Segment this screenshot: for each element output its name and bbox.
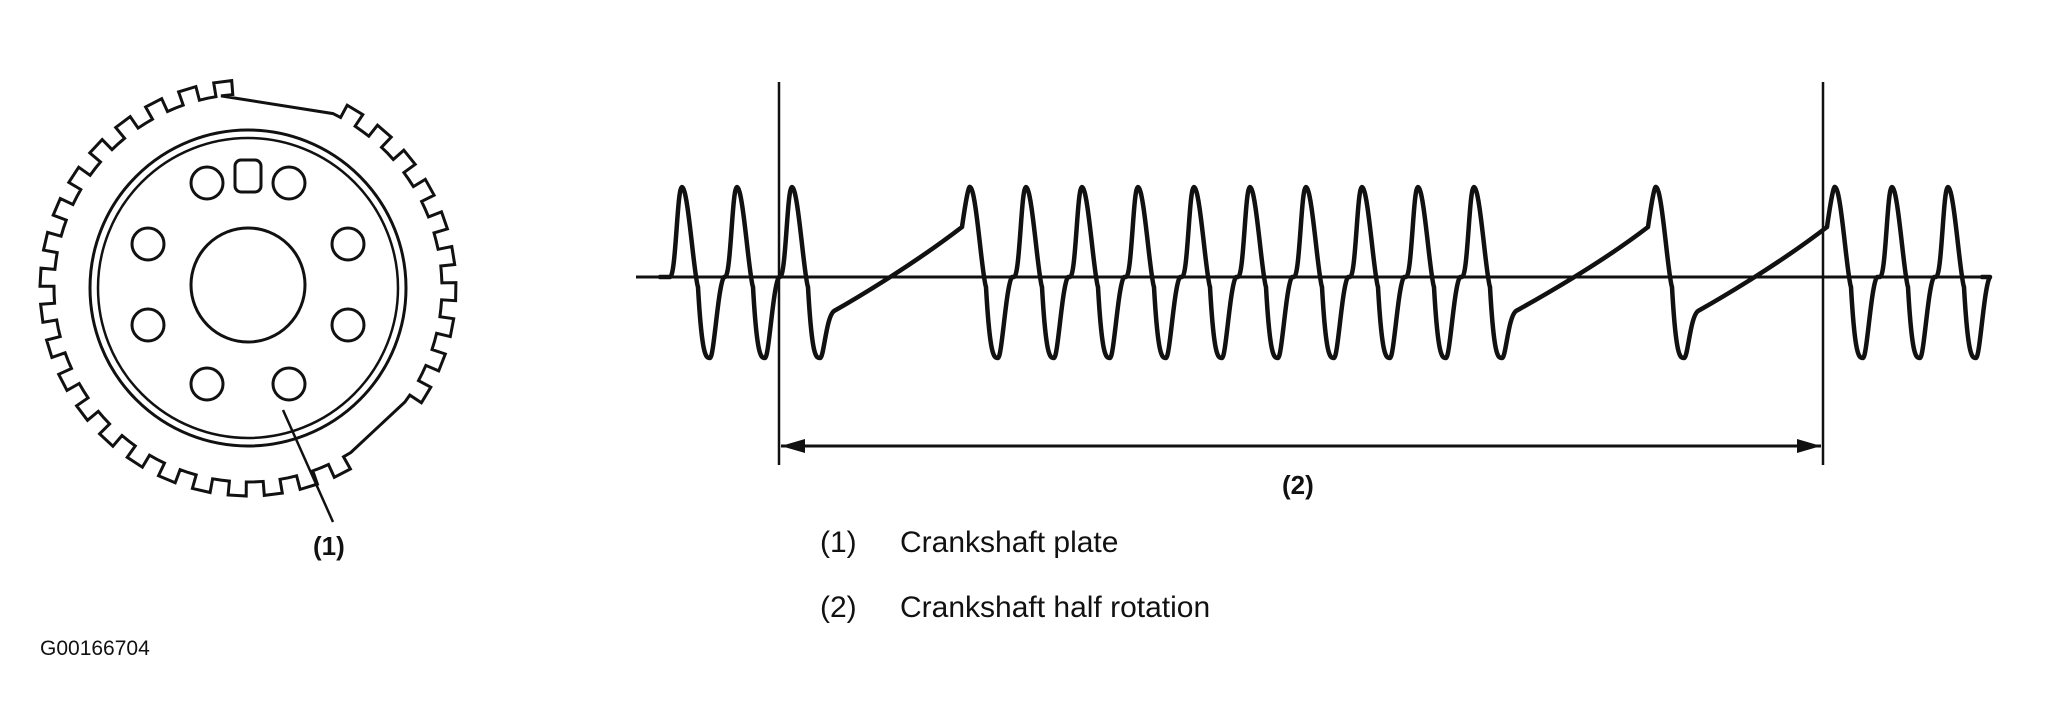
plate-center-hole (189, 226, 307, 344)
legend-item-text: Crankshaft half rotation (900, 591, 1210, 624)
legend-item-number: (1) (820, 526, 857, 559)
plate-callout-label: (1) (313, 531, 345, 561)
bolt-hole (330, 307, 366, 343)
crankshaft-plate: (1) (38, 78, 458, 561)
plate-inner-ring (96, 136, 400, 440)
bolt-hole (271, 165, 307, 201)
waveform-trace (657, 184, 1993, 361)
bolt-hole (189, 165, 225, 201)
figure-code: G00166704 (40, 637, 150, 660)
bolt-hole (271, 366, 307, 402)
dimension-arrowhead-right (1797, 439, 1821, 453)
legend: (1) Crankshaft plate (2) Crankshaft half… (820, 526, 1210, 624)
bolt-hole (330, 226, 366, 262)
bolt-hole (189, 366, 225, 402)
legend-item-number: (2) (820, 591, 857, 624)
legend-item: (2) Crankshaft half rotation (820, 591, 1210, 624)
legend-item: (1) Crankshaft plate (820, 526, 1118, 559)
rotation-callout-label: (2) (1282, 470, 1314, 500)
plate-leader-line (281, 409, 335, 523)
legend-item-text: Crankshaft plate (900, 526, 1118, 559)
plate-outer-ring (88, 128, 408, 448)
plate-bolt-holes (130, 165, 366, 402)
dimension-arrowhead-left (781, 439, 805, 453)
bolt-hole (130, 226, 166, 262)
sensor-signal-waveform: (2) (636, 82, 1993, 500)
plate-toothed-edge (38, 78, 458, 498)
plate-locating-slot (233, 158, 263, 194)
bolt-hole (130, 307, 166, 343)
